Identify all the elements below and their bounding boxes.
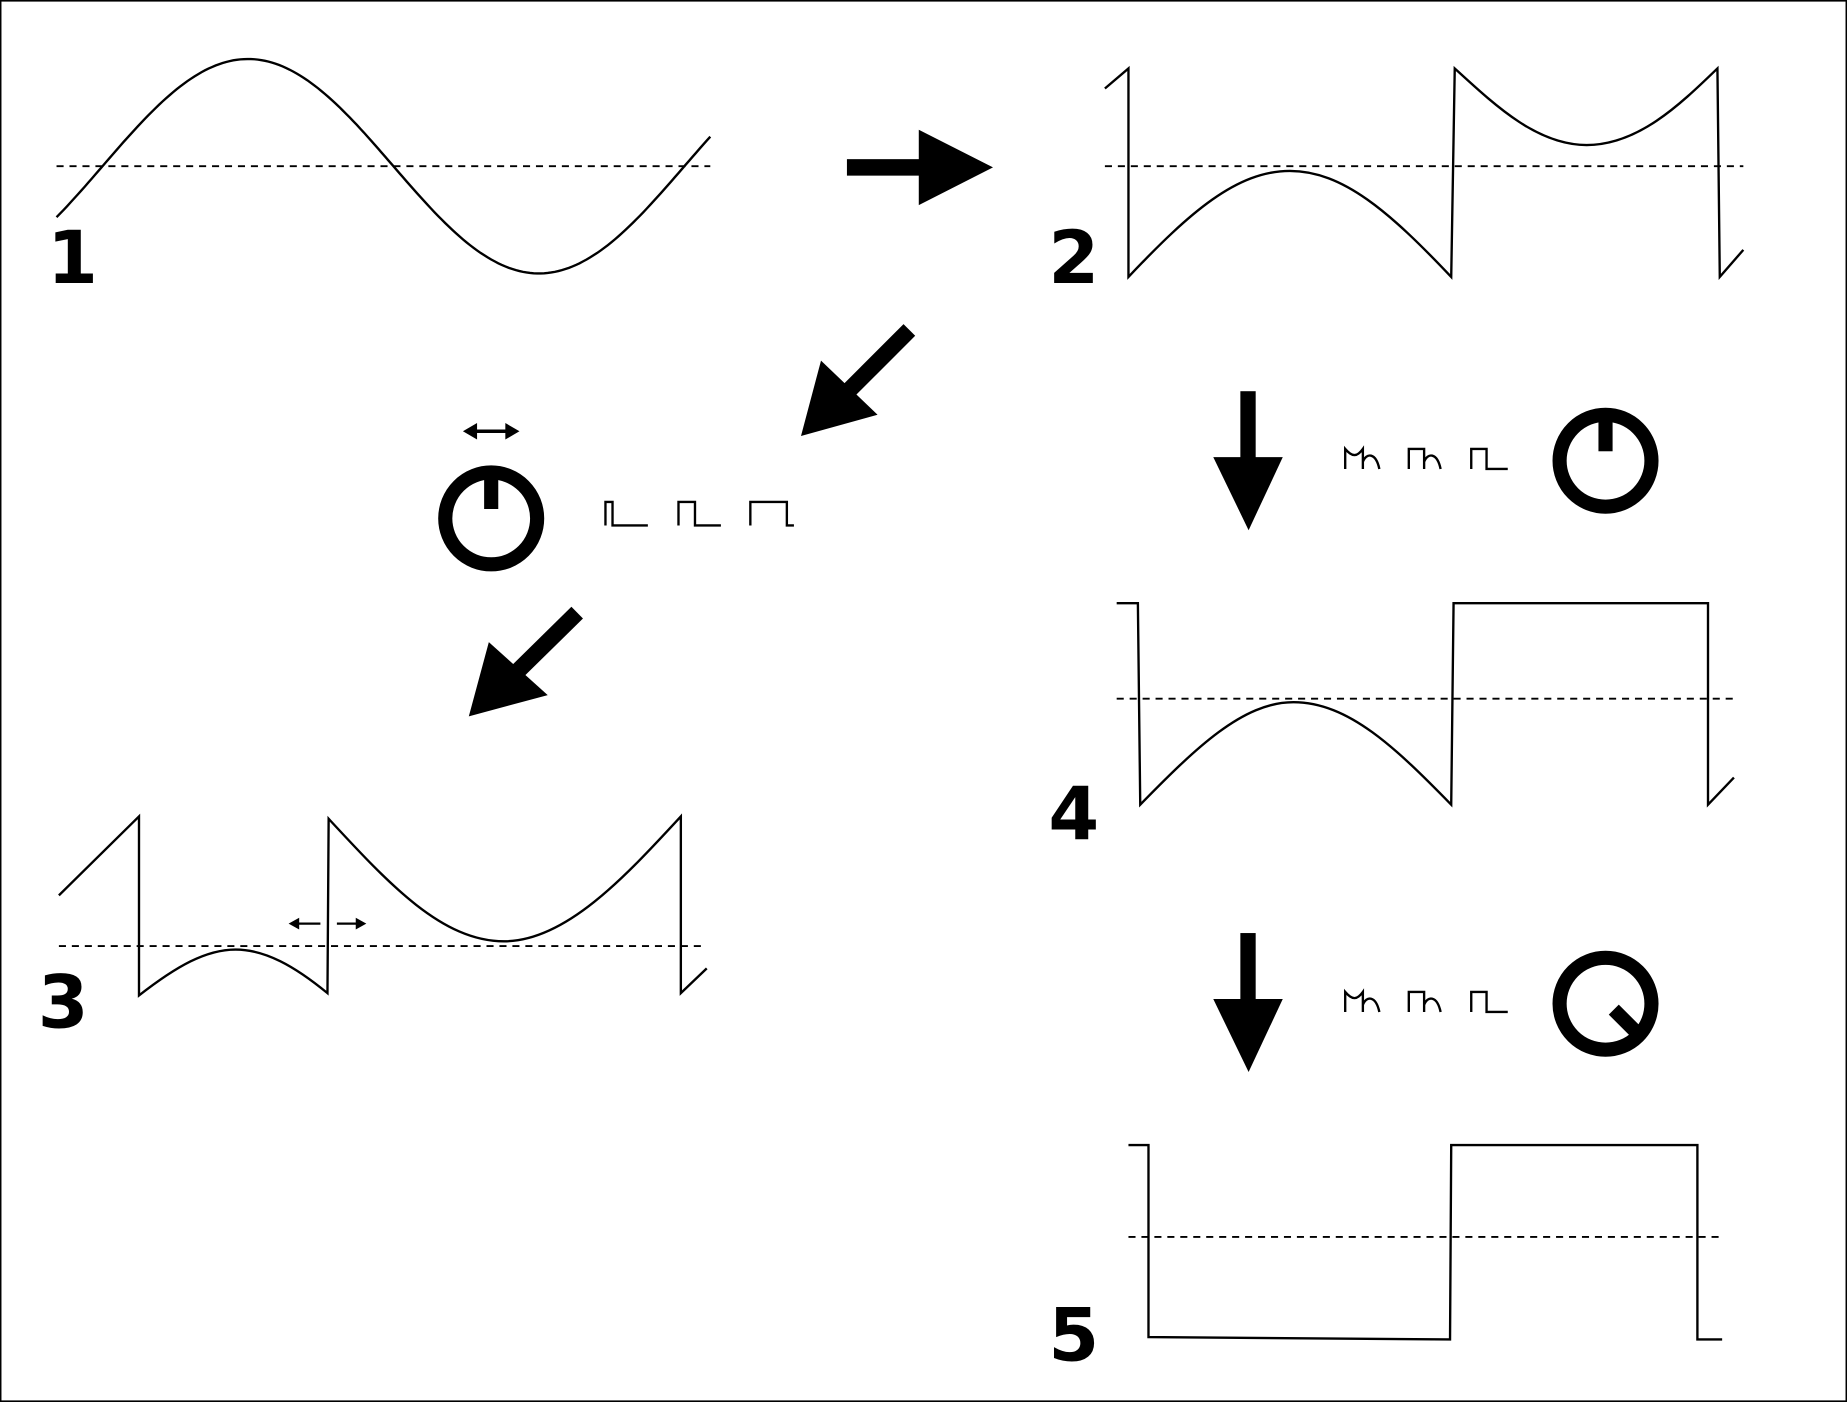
panel-1: 1 [47,57,712,301]
sync-waveform-icon [1344,988,1508,1014]
panel-label-2: 2 [1048,216,1099,301]
panel-5: 5 [1048,1143,1723,1379]
panel-label-3: 3 [38,960,89,1045]
arrow-down [1213,933,1283,1073]
arrow-down-left [800,324,916,436]
square-wave [1128,1143,1723,1341]
panel-label-4: 4 [1048,772,1099,857]
power-knob-icon[interactable] [1552,407,1659,514]
pulse-waveform-icon [604,500,794,527]
panel-label-1: 1 [47,216,98,301]
double-arrow-icon [462,423,520,440]
sync-shift-wave [58,813,708,998]
power-knob-icon[interactable] [438,465,545,572]
sync-waveform-icon [1344,445,1508,471]
panel-4: 4 [1048,602,1735,857]
panel-label-5: 5 [1048,1294,1099,1379]
panel-2: 2 [1048,65,1745,301]
panel-3: 3 [38,813,708,1045]
arrow-down [1213,391,1283,531]
double-arrow-icon [288,917,367,930]
arrow-right [846,129,993,206]
pulse-sync-wave [1116,602,1735,808]
q-knob-icon[interactable] [1552,950,1659,1057]
hard-sync-wave [1104,65,1745,281]
sine-wave [55,57,712,275]
arrow-down-left [468,606,583,717]
